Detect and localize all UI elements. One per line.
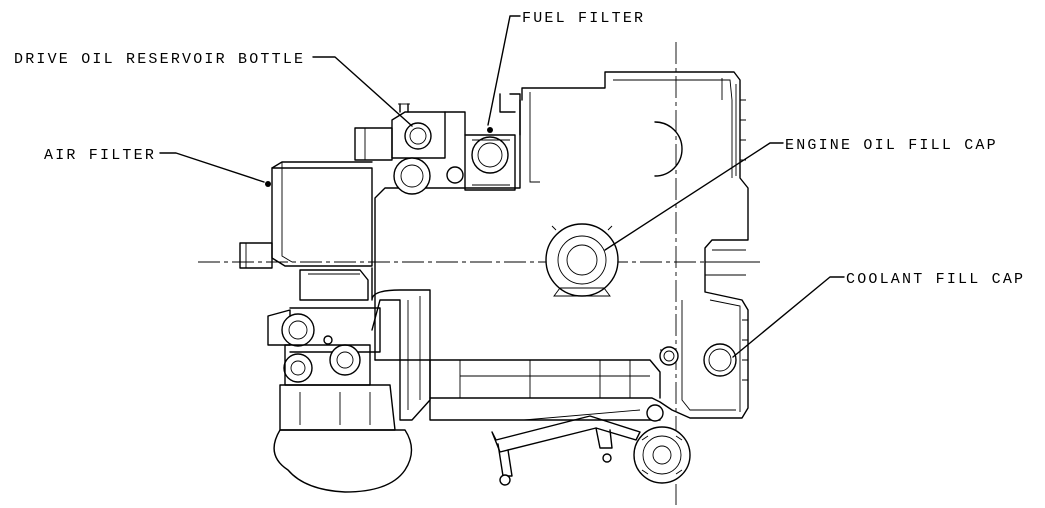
- coolant-reservoir: [703, 343, 737, 377]
- air-filter-housing: [239, 161, 373, 269]
- fuel-filter: [444, 93, 521, 191]
- turbo-pipe: [299, 267, 431, 421]
- fuel-filter-label: FUEL FILTER: [522, 10, 645, 27]
- coolant-fill-cap-leader: [732, 276, 845, 358]
- drive-oil-reservoir-bottle: [354, 103, 446, 195]
- lower-left-assembly: [267, 307, 413, 493]
- drive-oil-leader: [312, 56, 413, 127]
- engine-housing: [374, 71, 749, 419]
- coolant-fill-cap-label: COOLANT FILL CAP: [846, 271, 1025, 288]
- leader-lines: [159, 15, 845, 358]
- drive-oil-reservoir-bottle-label: DRIVE OIL RESERVOIR BOTTLE: [14, 51, 305, 68]
- engine-oil-fill-cap-leader: [604, 142, 784, 251]
- oil-pan: [429, 359, 661, 421]
- pulley-wheel: [633, 404, 691, 484]
- lower-bracket: [491, 409, 641, 486]
- fuel-filter-leader: [487, 15, 521, 126]
- air-filter-leader: [159, 152, 265, 183]
- engine-oil-fill-cap: [545, 223, 619, 297]
- air-filter-label: AIR FILTER: [44, 147, 156, 164]
- engine-oil-fill-cap-label: ENGINE OIL FILL CAP: [785, 137, 998, 154]
